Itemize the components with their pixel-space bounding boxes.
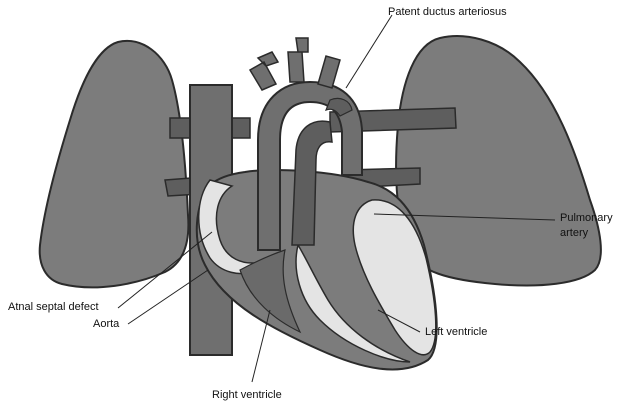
brachiocephalic-branches — [250, 38, 340, 90]
label-atrial-septal-defect: Atnal septal defect — [8, 301, 99, 314]
leader-patent-ductus — [346, 15, 392, 88]
label-pulmonary-artery-line1: Pulmonary — [560, 212, 613, 225]
label-right-ventricle: Right ventricle — [212, 389, 282, 402]
left-lung — [396, 36, 601, 285]
label-patent-ductus-arteriosus: Patent ductus arteriosus — [388, 6, 507, 19]
right-lung — [40, 41, 189, 288]
label-pulmonary-artery-line2: artery — [560, 227, 588, 240]
label-aorta: Aorta — [93, 318, 119, 331]
label-left-ventricle: Left ventricle — [425, 326, 487, 339]
